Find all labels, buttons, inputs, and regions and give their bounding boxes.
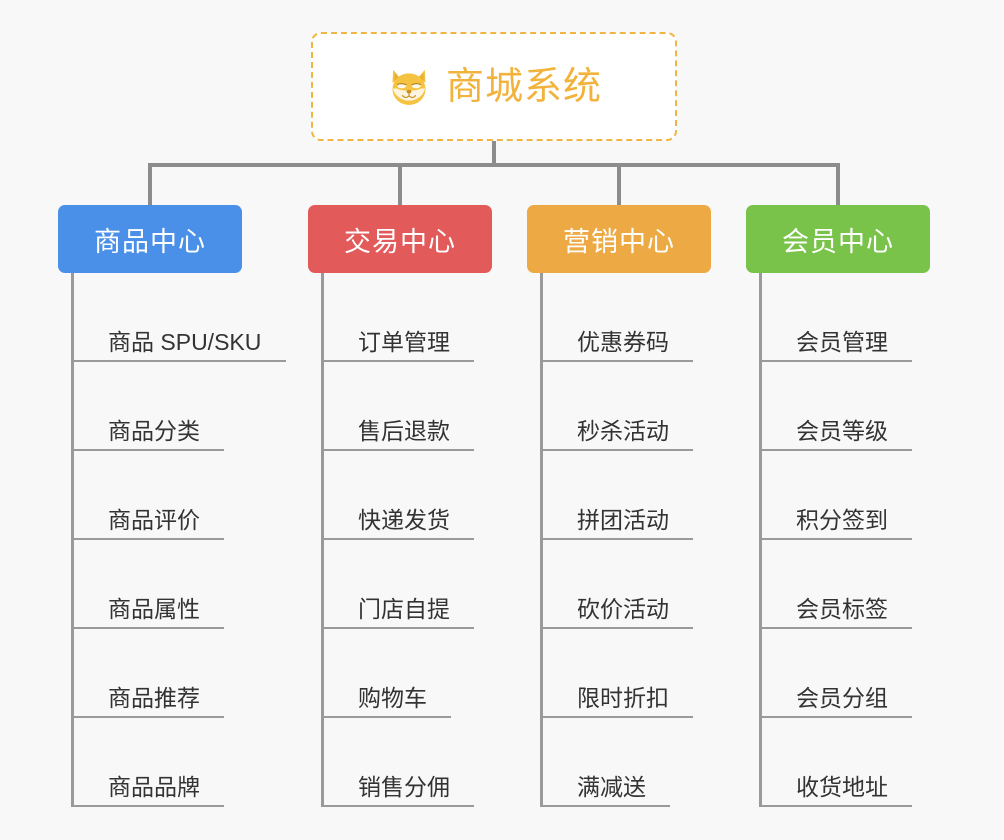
leaf-item-label: 商品分类 bbox=[108, 418, 200, 444]
leaf-item-underline bbox=[321, 805, 474, 807]
leaf-item[interactable]: 商品推荐 bbox=[71, 629, 224, 718]
leaf-item[interactable]: 购物车 bbox=[321, 629, 451, 718]
column-spine bbox=[321, 273, 324, 807]
leaf-item[interactable]: 商品 SPU/SKU bbox=[71, 273, 286, 362]
leaf-item-label: 会员分组 bbox=[796, 685, 888, 711]
leaf-item-label: 快递发货 bbox=[358, 507, 450, 533]
leaf-item-label: 满减送 bbox=[577, 774, 646, 800]
leaf-item-underline bbox=[540, 627, 693, 629]
leaf-column-member-center: 会员管理会员等级积分签到会员标签会员分组收货地址 bbox=[759, 273, 999, 807]
leaf-item-label: 商品 SPU/SKU bbox=[108, 329, 262, 355]
leaf-item-underline bbox=[71, 716, 224, 718]
leaf-item-underline bbox=[321, 627, 474, 629]
leaf-item-underline bbox=[71, 805, 224, 807]
connector-root-stem bbox=[492, 141, 496, 167]
leaf-item-underline bbox=[71, 538, 224, 540]
leaf-item-label: 限时折扣 bbox=[577, 685, 669, 711]
column-spine bbox=[540, 273, 543, 807]
column-spine bbox=[71, 273, 74, 807]
leaf-item[interactable]: 销售分佣 bbox=[321, 718, 474, 807]
leaf-item-underline bbox=[321, 360, 474, 362]
leaf-item-label: 会员等级 bbox=[796, 418, 888, 444]
leaf-item[interactable]: 订单管理 bbox=[321, 273, 474, 362]
column-spine bbox=[759, 273, 762, 807]
leaf-item[interactable]: 限时折扣 bbox=[540, 629, 693, 718]
leaf-item[interactable]: 拼团活动 bbox=[540, 451, 693, 540]
leaf-item-underline bbox=[540, 449, 693, 451]
leaf-item[interactable]: 商品属性 bbox=[71, 540, 224, 629]
leaf-item-underline bbox=[759, 805, 912, 807]
shiba-dog-icon bbox=[392, 69, 426, 105]
leaf-item-label: 砍价活动 bbox=[577, 596, 669, 622]
leaf-item[interactable]: 快递发货 bbox=[321, 451, 474, 540]
leaf-item[interactable]: 商品分类 bbox=[71, 362, 224, 451]
leaf-column-product-center: 商品 SPU/SKU 商品分类商品评价商品属性商品推荐商品品牌 bbox=[71, 273, 311, 807]
leaf-item-underline bbox=[321, 538, 474, 540]
leaf-item-underline bbox=[759, 449, 912, 451]
leaf-item-underline bbox=[540, 716, 693, 718]
leaf-item-label: 优惠券码 bbox=[577, 329, 669, 355]
leaf-item-underline bbox=[71, 627, 224, 629]
leaf-item[interactable]: 收货地址 bbox=[759, 718, 912, 807]
category-box-trade-center[interactable]: 交易中心 bbox=[308, 205, 492, 273]
leaf-item[interactable]: 砍价活动 bbox=[540, 540, 693, 629]
leaf-item-label: 秒杀活动 bbox=[577, 418, 669, 444]
leaf-item-underline bbox=[540, 805, 670, 807]
leaf-item-label: 商品推荐 bbox=[108, 685, 200, 711]
leaf-item-label: 积分签到 bbox=[796, 507, 888, 533]
leaf-item-underline bbox=[71, 449, 224, 451]
leaf-column-trade-center: 订单管理售后退款快递发货门店自提购物车销售分佣 bbox=[321, 273, 561, 807]
leaf-item[interactable]: 门店自提 bbox=[321, 540, 474, 629]
category-box-member-center[interactable]: 会员中心 bbox=[746, 205, 930, 273]
leaf-item-label: 拼团活动 bbox=[577, 507, 669, 533]
leaf-item-underline bbox=[321, 716, 451, 718]
leaf-item[interactable]: 满减送 bbox=[540, 718, 670, 807]
leaf-item-label: 会员标签 bbox=[796, 596, 888, 622]
leaf-item[interactable]: 秒杀活动 bbox=[540, 362, 693, 451]
leaf-item-label: 会员管理 bbox=[796, 329, 888, 355]
connector-drop-trade-center bbox=[398, 163, 402, 205]
leaf-column-marketing-center: 优惠券码秒杀活动拼团活动砍价活动限时折扣满减送 bbox=[540, 273, 780, 807]
leaf-item[interactable]: 会员管理 bbox=[759, 273, 912, 362]
leaf-item-label: 销售分佣 bbox=[358, 774, 450, 800]
category-label: 交易中心 bbox=[344, 226, 456, 257]
root-node[interactable]: 商城系统 bbox=[311, 32, 677, 141]
leaf-item-underline bbox=[540, 538, 693, 540]
leaf-item-label: 购物车 bbox=[358, 685, 427, 711]
leaf-item[interactable]: 售后退款 bbox=[321, 362, 474, 451]
leaf-item-label: 商品品牌 bbox=[108, 774, 200, 800]
leaf-item-label: 商品属性 bbox=[108, 596, 200, 622]
root-title: 商城系统 bbox=[445, 65, 602, 108]
leaf-item-label: 商品评价 bbox=[108, 507, 200, 533]
connector-horizontal-bus bbox=[148, 163, 840, 167]
leaf-item-label: 收货地址 bbox=[796, 774, 888, 800]
category-box-marketing-center[interactable]: 营销中心 bbox=[527, 205, 711, 273]
category-label: 商品中心 bbox=[94, 226, 206, 257]
leaf-item-underline bbox=[759, 716, 912, 718]
leaf-item-label: 售后退款 bbox=[358, 418, 450, 444]
leaf-item[interactable]: 商品评价 bbox=[71, 451, 224, 540]
category-label: 会员中心 bbox=[782, 226, 894, 257]
connector-drop-marketing-center bbox=[617, 163, 621, 205]
leaf-item-underline bbox=[321, 449, 474, 451]
leaf-item[interactable]: 会员标签 bbox=[759, 540, 912, 629]
leaf-item-underline bbox=[71, 360, 286, 362]
category-box-product-center[interactable]: 商品中心 bbox=[58, 205, 242, 273]
category-label: 营销中心 bbox=[563, 226, 675, 257]
leaf-item-label: 订单管理 bbox=[358, 329, 450, 355]
leaf-item-underline bbox=[759, 360, 912, 362]
leaf-item[interactable]: 商品品牌 bbox=[71, 718, 224, 807]
leaf-item-underline bbox=[540, 360, 693, 362]
leaf-item-label: 门店自提 bbox=[358, 596, 450, 622]
leaf-item[interactable]: 会员等级 bbox=[759, 362, 912, 451]
leaf-item[interactable]: 会员分组 bbox=[759, 629, 912, 718]
connector-drop-member-center bbox=[836, 163, 840, 205]
connector-drop-product-center bbox=[148, 163, 152, 205]
leaf-item-underline bbox=[759, 627, 912, 629]
leaf-item[interactable]: 优惠券码 bbox=[540, 273, 693, 362]
leaf-item[interactable]: 积分签到 bbox=[759, 451, 912, 540]
leaf-item-underline bbox=[759, 538, 912, 540]
